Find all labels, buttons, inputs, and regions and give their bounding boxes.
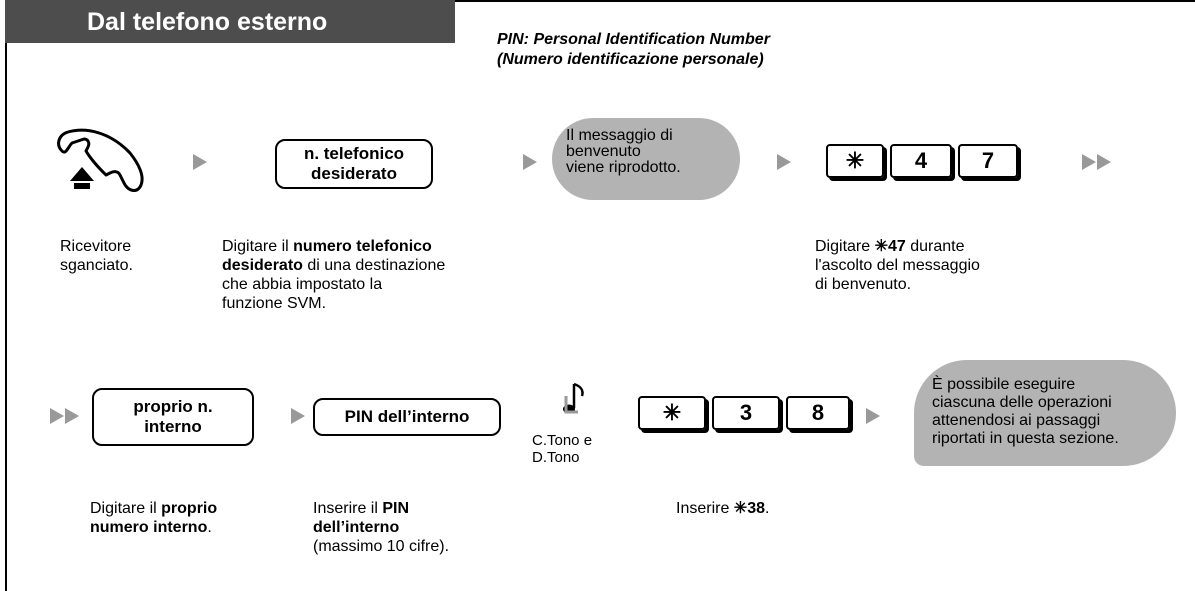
desired-number-line1: n. telefonico [303,144,405,163]
next-arrow [1097,154,1111,170]
step-arrow [523,154,537,170]
caption-star38: Inserire ✳38. [676,500,770,517]
key-3: 3 [712,396,780,430]
step-arrow [291,408,305,424]
section-title: Dal telefono esterno [87,8,328,36]
keys-star-3-8: ✳ 3 8 [638,396,856,430]
pin-note-line2: (Numero identificazione personale) [497,51,764,68]
own-extension-line2: interno [144,417,202,436]
pin-note-line1: PIN: Personal Identification Number [497,31,770,48]
caption-handset: Ricevitore sganciato. [60,238,133,274]
caption-star47: Digitare ✳47 durante l'ascolto del messa… [815,238,980,293]
prev-arrow [65,408,79,424]
extension-pin-box: PIN dell’interno [313,398,501,436]
welcome-bubble-line1: Il messaggio di [566,127,673,144]
extension-pin-label: PIN dell’interno [344,407,470,426]
key-7: 7 [958,144,1018,178]
step-arrow [866,408,880,424]
handset-off-hook-icon [57,128,144,192]
operations-bubble-line4: riportati in questa sezione. [932,430,1119,447]
own-extension-line1: proprio n. [133,397,213,416]
own-extension-box: proprio n. interno [92,388,254,446]
key-4: 4 [890,144,952,178]
welcome-bubble-line3: viene riprodotto. [566,159,681,176]
caption-dial-number: Digitare il numero telefonico desiderato… [222,238,446,312]
caption-own-extension: Digitare il proprio numero interno. [90,500,218,536]
welcome-bubble-line2: benvenuto [566,143,641,160]
step-arrow [193,154,207,170]
key-8: 8 [786,396,850,430]
pin-note: PIN: Personal Identification Number (Num… [497,30,770,70]
desired-number-box: n. telefonico desiderato [275,139,433,189]
operations-bubble-line3: attenendosi ai passaggi [932,412,1101,429]
keys-star-4-7: ✳ 4 7 [826,144,1024,178]
star-key-icon: ✳ [638,396,706,430]
desired-number-line2: desiderato [311,164,397,183]
operations-bubble-line1: È possibile eseguire [932,376,1076,393]
operations-bubble: È possibile eseguire ciascuna delle oper… [914,360,1176,466]
operations-bubble-line2: ciascuna delle operazioni [932,394,1112,411]
prev-arrow [50,408,64,424]
section-header: Dal telefono esterno [5,0,455,43]
star-key-icon: ✳ [826,144,884,178]
next-arrow [1082,154,1096,170]
music-note-icon [563,382,584,414]
frame-left-border [5,43,7,591]
step-arrow [777,154,791,170]
frame-top-border [5,0,1195,2]
welcome-message-bubble: Il messaggio di benvenuto viene riprodot… [552,118,740,200]
caption-extension-pin: Inserire il PIN dell’interno (massimo 10… [313,500,450,555]
tone-label: C.Tono e D.Tono [532,432,593,466]
